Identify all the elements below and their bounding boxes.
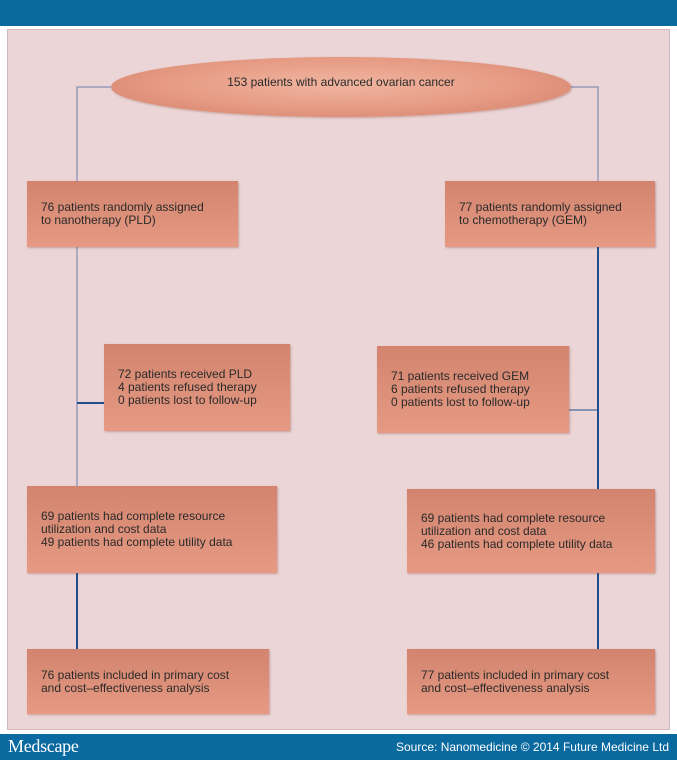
left-received-label: 72 patients received PLD 4 patients refu…: [118, 367, 257, 407]
connector-start-to-right: [571, 86, 599, 181]
left-received-box: 72 patients received PLD 4 patients refu…: [104, 344, 290, 431]
left-included-box: 76 patients included in primary cost and…: [27, 649, 269, 714]
start-node: 153 patients with advanced ovarian cance…: [111, 57, 571, 117]
left-complete-data-box: 69 patients had complete resource utiliz…: [27, 486, 277, 573]
right-received-label: 71 patients received GEM 6 patients refu…: [391, 369, 530, 409]
right-included-box: 77 patients included in primary cost and…: [407, 649, 655, 714]
source-credit: Source: Nanomedicine © 2014 Future Medic…: [396, 740, 669, 754]
connector-start-to-left: [76, 86, 111, 181]
top-banner: [0, 0, 677, 26]
left-assigned-label: 76 patients randomly assigned to nanothe…: [41, 200, 204, 227]
start-node-label: 153 patients with advanced ovarian cance…: [227, 75, 455, 89]
right-assigned-label: 77 patients randomly assigned to chemoth…: [459, 200, 622, 227]
left-complete-data-label: 69 patients had complete resource utiliz…: [41, 509, 233, 549]
left-assigned-box: 76 patients randomly assigned to nanothe…: [27, 181, 238, 247]
left-included-label: 76 patients included in primary cost and…: [41, 667, 230, 695]
right-complete-data-box: 69 patients had complete resource utiliz…: [407, 489, 655, 573]
footer-bar: Medscape Source: Nanomedicine © 2014 Fut…: [0, 734, 677, 760]
right-included-label: 77 patients included in primary cost and…: [421, 667, 610, 695]
right-assigned-box: 77 patients randomly assigned to chemoth…: [445, 181, 655, 247]
right-complete-data-label: 69 patients had complete resource utiliz…: [421, 510, 613, 551]
right-received-box: 71 patients received GEM 6 patients refu…: [377, 346, 569, 433]
medscape-logo[interactable]: Medscape: [8, 736, 79, 756]
